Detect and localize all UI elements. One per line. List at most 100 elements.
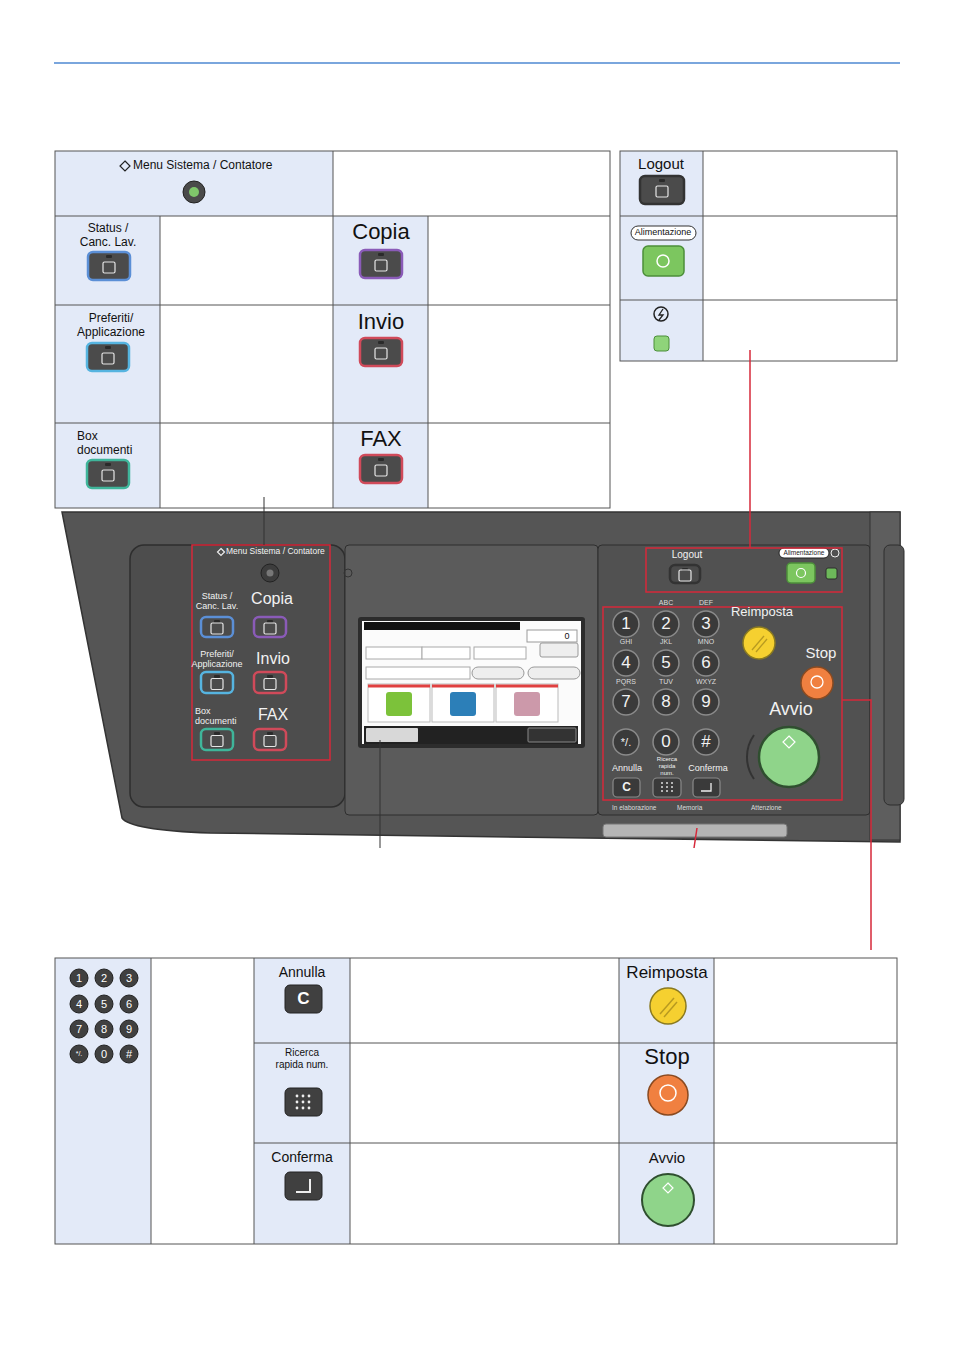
- table-cell: [333, 216, 428, 508]
- key-button: [670, 565, 700, 583]
- key-dots: [302, 1101, 305, 1104]
- status-led: [105, 346, 111, 349]
- key-letters: GHI: [611, 638, 641, 646]
- button-name: Preferiti/ Applicazione: [71, 312, 151, 340]
- key-number: 6: [120, 998, 138, 1011]
- key-dots: [308, 1107, 311, 1110]
- key-number: 2: [654, 614, 678, 634]
- key-dots: [296, 1101, 299, 1104]
- table-line: [620, 216, 897, 217]
- header-rule: [54, 62, 900, 64]
- key-number: 1: [70, 972, 88, 985]
- status-led: [214, 732, 220, 735]
- button-icon: [211, 679, 223, 690]
- status-led: [214, 675, 220, 678]
- diamond-symbol: [783, 736, 795, 748]
- start-button: [642, 1174, 694, 1226]
- key-dots: [661, 786, 663, 788]
- button-name: Ricerca rapida num.: [274, 1047, 330, 1070]
- key-number: 6: [694, 653, 718, 673]
- screen-tile: [368, 685, 430, 688]
- button-icon: [679, 570, 691, 581]
- indicator-label: In elaborazione: [612, 804, 682, 811]
- panel-label: Status / Canc. Lav.: [192, 591, 242, 612]
- table-line: [151, 958, 152, 1244]
- key-button: [87, 343, 129, 371]
- button-name: Reimposta: [620, 963, 715, 983]
- indicator-label: Attenzione: [751, 804, 801, 811]
- key-button: [640, 176, 684, 204]
- screen-button: [366, 728, 418, 742]
- button-icon: [211, 623, 223, 634]
- enter-arrow: [701, 783, 711, 791]
- panel-label: Invio: [245, 650, 301, 668]
- key-dots: [666, 790, 668, 792]
- key-number: 9: [120, 1023, 138, 1036]
- reset-icon: [756, 639, 767, 652]
- reset-icon: [752, 636, 764, 650]
- key-number: 0: [95, 1048, 113, 1061]
- key-number: 0: [654, 732, 678, 752]
- status-led: [189, 187, 199, 197]
- label-pill: [631, 226, 696, 240]
- screen-icon: [450, 692, 476, 716]
- touch-screen: [362, 621, 581, 744]
- button-icon: [375, 465, 387, 476]
- key-number: 7: [614, 692, 638, 712]
- card-reader: [603, 824, 787, 837]
- callout-box: [603, 607, 842, 800]
- reset-button: [650, 988, 686, 1024]
- key-letters: MNO: [691, 638, 721, 646]
- button-icon: [264, 679, 276, 690]
- number-key: [613, 729, 639, 755]
- indicator-label: Memoria: [677, 804, 727, 811]
- button-icon: [102, 470, 114, 481]
- panel-label: Stop: [801, 644, 841, 661]
- number-key: [120, 1045, 138, 1063]
- table-line: [714, 958, 715, 1244]
- screen-tile: [432, 684, 494, 722]
- key-number: 9: [694, 692, 718, 712]
- key-button: [360, 338, 402, 366]
- table-cell: [55, 151, 333, 216]
- key-number: 8: [654, 692, 678, 712]
- key-dots: [666, 782, 668, 784]
- table-cell: [333, 151, 610, 216]
- power-button: [643, 246, 684, 276]
- key-letter: C: [617, 781, 637, 795]
- status-led: [267, 570, 274, 577]
- screen-icon: [514, 692, 540, 716]
- button-name: Stop: [622, 1044, 712, 1069]
- number-key: [70, 995, 88, 1013]
- panel-section: [345, 545, 598, 815]
- screen-button: [528, 728, 576, 742]
- key-button: [254, 672, 286, 693]
- key-dots: [661, 782, 663, 784]
- key-button: [693, 778, 720, 797]
- panel-label: Annulla: [602, 763, 652, 773]
- key-letters: ABC: [651, 599, 681, 607]
- table-line: [428, 216, 429, 508]
- table-line: [620, 300, 897, 301]
- number-key: [693, 611, 719, 637]
- number-key: [613, 611, 639, 637]
- number-key: [70, 969, 88, 987]
- key-letters: TUV: [651, 678, 681, 686]
- key-number: #: [694, 732, 718, 752]
- table-line: [254, 958, 255, 1244]
- key-button: [87, 460, 129, 488]
- table-cell: [254, 958, 350, 1244]
- button-name: Copia: [336, 219, 426, 244]
- table-line: [333, 151, 334, 508]
- table-line: [619, 958, 620, 1244]
- number-key: [653, 611, 679, 637]
- screen-field: [528, 667, 580, 679]
- callout-box: [646, 548, 842, 592]
- key-button: [201, 617, 233, 637]
- panel-label: Reimposta: [722, 605, 802, 620]
- key-button: [201, 672, 233, 693]
- key-number: 4: [614, 653, 638, 673]
- button-name: Logout: [621, 155, 701, 172]
- energy-saver-symbol: [654, 307, 668, 321]
